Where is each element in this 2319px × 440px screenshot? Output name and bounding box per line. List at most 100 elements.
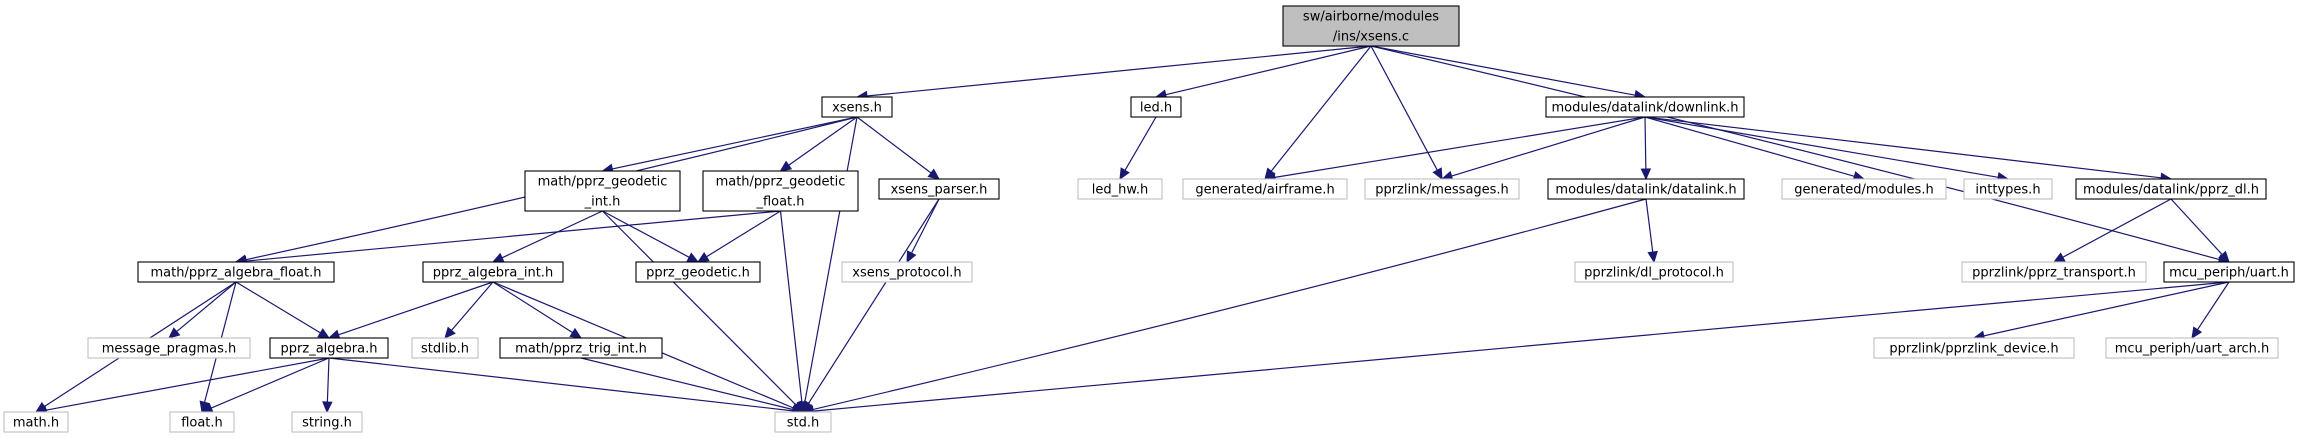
node-box xyxy=(169,411,235,433)
node-label: stdlib.h xyxy=(421,342,469,357)
edge-arrowhead xyxy=(491,252,505,263)
node-label: /ins/xsens.c xyxy=(1333,30,1409,45)
node-dl-protocol-h[interactable]: pprzlink/dl_protocol.h xyxy=(1574,261,1734,283)
edge-line xyxy=(602,210,797,406)
node-algebra-float-h[interactable]: math/pprz_algebra_float.h xyxy=(137,261,335,283)
node-algebra-int-h[interactable]: pprz_algebra_int.h xyxy=(422,261,564,283)
edge-line xyxy=(1645,198,1654,253)
node-datalink-h[interactable]: modules/datalink/datalink.h xyxy=(1547,178,1745,200)
edge-line xyxy=(1644,116,1999,178)
node-label: std.h xyxy=(787,416,820,431)
node-uart-arch-h[interactable]: mcu_periph/uart_arch.h xyxy=(2105,337,2279,359)
node-math-h[interactable]: math.h xyxy=(3,411,69,433)
edge-line xyxy=(1983,281,2230,337)
edge-arrowhead xyxy=(322,401,333,414)
edge-line xyxy=(1451,116,1646,177)
nodes-layer: sw/airborne/modules/ins/xsens.c xsens.h le… xyxy=(3,5,2295,433)
node-label: math/pprz_geodetic xyxy=(716,175,846,190)
node-trig-int-h[interactable]: math/pprz_trig_int.h xyxy=(499,337,663,359)
node-label: float.h xyxy=(181,416,223,431)
node-label: math/pprz_geodetic xyxy=(538,175,668,190)
edge-downlink_h-to-inttypes_h xyxy=(1644,116,2010,183)
edge-line xyxy=(910,198,940,254)
node-label: message_pragmas.h xyxy=(102,342,237,357)
edge-line xyxy=(866,45,1372,97)
node-modules-h[interactable]: generated/modules.h xyxy=(1781,178,1947,200)
edge-line xyxy=(602,210,690,258)
node-box xyxy=(774,411,832,433)
node-string-h[interactable]: string.h xyxy=(291,411,363,433)
edge-xsens_parser_h-to-std_h xyxy=(802,198,940,414)
edge-line xyxy=(2062,198,2172,258)
edge-geodetic_int_h-to-pprz_geodetic_h xyxy=(602,210,700,263)
edge-arrowhead xyxy=(1432,167,1443,181)
node-xsens-parser-h[interactable]: xsens_parser.h xyxy=(878,178,1000,200)
node-xsens-h[interactable]: xsens.h xyxy=(821,96,893,118)
node-pprz-geodetic-h[interactable]: pprz_geodetic.h xyxy=(635,261,761,283)
node-led-h[interactable]: led.h xyxy=(1130,96,1182,118)
edge-arrowhead xyxy=(168,327,181,339)
node-box xyxy=(1961,261,2147,283)
node-uart-h[interactable]: mcu_periph/uart.h xyxy=(2163,261,2295,283)
node-label: mcu_periph/uart.h xyxy=(2169,266,2289,281)
node-label: xsens.h xyxy=(832,101,882,116)
edge-line xyxy=(856,116,932,174)
edge-line xyxy=(580,357,794,411)
node-box xyxy=(702,170,859,212)
edge-line xyxy=(1644,116,1647,170)
edge-uart_h-to-uart_arch_h xyxy=(2191,281,2230,340)
node-pprz-algebra-h[interactable]: pprz_algebra.h xyxy=(269,337,389,359)
edge-pprz_dl_h-to-pprz_transport_h xyxy=(2052,198,2172,263)
node-label: xsens_protocol.h xyxy=(852,266,961,281)
node-stdlib-h[interactable]: stdlib.h xyxy=(411,337,479,359)
node-label: pprz_geodetic.h xyxy=(646,266,750,281)
edge-line xyxy=(1165,45,1372,96)
edge-algebra_int_h-to-stdlib_h xyxy=(444,281,494,339)
node-messages-h[interactable]: pprzlink/messages.h xyxy=(1364,178,1520,200)
node-box xyxy=(2075,178,2267,200)
node-label: modules/datalink/downlink.h xyxy=(1552,101,1739,116)
node-root[interactable]: sw/airborne/modules/ins/xsens.c xyxy=(1282,5,1460,47)
node-label: pprzlink/dl_protocol.h xyxy=(1584,266,1724,281)
edge-line xyxy=(1270,45,1372,172)
node-box xyxy=(1781,178,1947,200)
node-box xyxy=(635,261,761,283)
edge-line xyxy=(1274,116,1646,178)
node-std-h[interactable]: std.h xyxy=(774,411,832,433)
edge-datalink_h-to-std_h xyxy=(801,198,1647,415)
edge-arrowhead xyxy=(927,168,940,180)
node-label: math/pprz_algebra_float.h xyxy=(151,266,322,281)
edge-line xyxy=(1124,116,1157,171)
node-inttypes-h[interactable]: inttypes.h xyxy=(1963,178,2053,200)
node-airframe-h[interactable]: generated/airframe.h xyxy=(1182,178,1348,200)
node-label: math/pprz_trig_int.h xyxy=(515,342,647,357)
node-led-hw-h[interactable]: led_hw.h xyxy=(1077,178,1163,200)
node-pprzlink-device-h[interactable]: pprzlink/pprzlink_device.h xyxy=(1873,337,2075,359)
edge-line xyxy=(326,357,330,403)
edge-line xyxy=(328,357,794,412)
edge-root-to-messages_h xyxy=(1370,45,1443,181)
edge-arrowhead xyxy=(317,328,331,339)
node-float-h[interactable]: float.h xyxy=(169,411,235,433)
node-geodetic-float-h[interactable]: math/pprz_geodetic_float.h xyxy=(702,170,859,212)
node-message-pragmas-h[interactable]: message_pragmas.h xyxy=(87,337,251,359)
edge-line xyxy=(176,281,237,333)
node-box xyxy=(291,411,363,433)
node-pprz-dl-h[interactable]: modules/datalink/pprz_dl.h xyxy=(2075,178,2267,200)
node-pprz-transport-h[interactable]: pprzlink/pprz_transport.h xyxy=(1961,261,2147,283)
node-box xyxy=(1364,178,1520,200)
node-label: pprz_algebra_int.h xyxy=(433,266,553,281)
node-xsens-protocol-h[interactable]: xsens_protocol.h xyxy=(841,261,973,283)
edge-line xyxy=(45,357,330,411)
node-label: modules/datalink/datalink.h xyxy=(1555,183,1736,198)
node-downlink-h[interactable]: modules/datalink/downlink.h xyxy=(1545,96,1745,118)
node-geodetic-int-h[interactable]: math/pprz_geodetic_int.h xyxy=(524,170,681,212)
node-label: pprzlink/pprzlink_device.h xyxy=(1889,342,2058,357)
node-box xyxy=(1545,96,1745,118)
edge-downlink_h-to-datalink_h xyxy=(1640,116,1652,181)
edge-pprz_algebra_h-to-float_h xyxy=(200,357,330,413)
edge-xsens_h-to-xsens_parser_h xyxy=(856,116,940,180)
edge-line xyxy=(788,116,858,166)
edge-root-to-led_h xyxy=(1154,45,1372,100)
